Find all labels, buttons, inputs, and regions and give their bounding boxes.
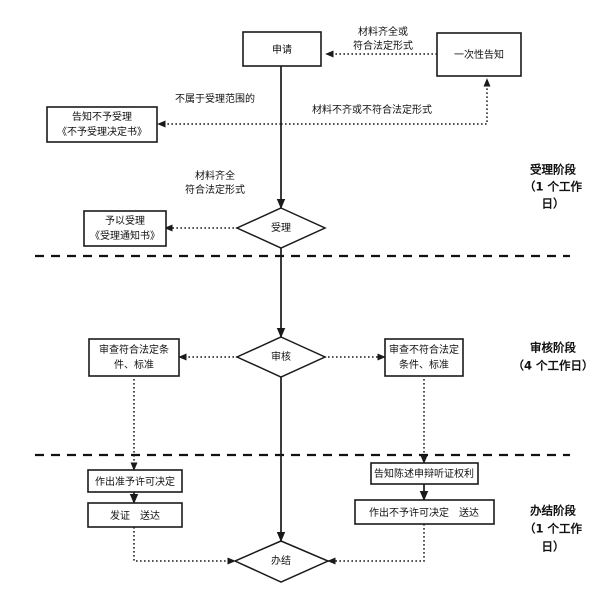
node-rights-notice[interactable]: 告知陈述申辩听证权利 (370, 462, 479, 485)
node-issue-deliver[interactable]: 发证 送达 (87, 502, 183, 528)
svg-text:日）: 日） (542, 197, 565, 211)
node-accept-notice-line1: 予以受理 (105, 215, 145, 227)
node-one-time-notice-label: 一次性告知 (454, 48, 504, 61)
node-reject-notice-line2: 《不予受理决定书》 (57, 125, 147, 138)
edge-label-materials-complete-or-legal: 材料齐全或 符合法定形式 (353, 25, 413, 52)
svg-text:受理阶段: 受理阶段 (530, 163, 576, 177)
svg-text:办结阶段: 办结阶段 (530, 504, 576, 518)
node-reject-notice-line1: 告知不予受理 (72, 110, 132, 123)
svg-text:日）: 日） (542, 540, 565, 554)
node-review-decision[interactable]: 审核 (235, 336, 327, 378)
edge-deny-to-complete (327, 524, 425, 565)
svg-text:材料齐全或: 材料齐全或 (358, 25, 408, 38)
node-review-fail-line1: 审查不符合法定 (389, 343, 459, 356)
svg-text:审核阶段: 审核阶段 (530, 341, 576, 355)
node-deny-decision[interactable]: 作出不予许可决定 送达 (354, 499, 495, 525)
node-accept-notice-line2: 《受理通知书》 (90, 229, 160, 242)
node-apply-label: 申请 (272, 43, 292, 56)
svg-text:（4 个工作日）: （4 个工作日） (512, 359, 593, 373)
stage-label-acceptance: 受理阶段 （1 个工作 日） (524, 163, 583, 211)
node-reject-notice[interactable]: 告知不予受理 《不予受理决定书》 (46, 106, 158, 143)
node-accept-decision[interactable]: 受理 (235, 207, 327, 249)
edge-incomplete-to-notice (281, 78, 491, 125)
node-complete-label: 办结 (271, 554, 291, 567)
svg-text:（1 个工作: （1 个工作 (524, 522, 583, 536)
svg-text:材料齐全: 材料齐全 (195, 169, 235, 182)
node-review-fail[interactable]: 审查不符合法定 条件、标准 (384, 338, 464, 377)
node-accept-notice[interactable]: 予以受理 《受理通知书》 (83, 210, 167, 247)
node-review-pass-line1: 审查符合法定条 (99, 343, 169, 356)
node-issue-deliver-label: 发证 送达 (110, 509, 160, 522)
node-review-pass[interactable]: 审查符合法定条 件、标准 (88, 338, 180, 377)
node-one-time-notice[interactable]: 一次性告知 (436, 32, 522, 77)
node-review-pass-line2: 件、标准 (114, 359, 154, 371)
edge-label-materials-complete: 材料齐全 符合法定形式 (185, 169, 245, 196)
node-rights-notice-label: 告知陈述申辩听证权利 (374, 467, 474, 480)
svg-text:符合法定形式: 符合法定形式 (185, 183, 245, 196)
node-deny-decision-label: 作出不予许可决定 送达 (369, 506, 479, 519)
node-accept-decision-label: 受理 (271, 222, 291, 234)
edge-label-out-of-scope: 不属于受理范围的 (175, 92, 255, 105)
svg-text:符合法定形式: 符合法定形式 (353, 39, 413, 52)
edge-label-materials-incomplete: 材料不齐或不符合法定形式 (312, 103, 432, 116)
node-grant-decision[interactable]: 作出准予许可决定 (87, 469, 183, 493)
node-review-decision-label: 审核 (271, 350, 291, 363)
node-grant-decision-label: 作出准予许可决定 (95, 475, 175, 488)
stage-label-completion: 办结阶段 （1 个工作 日） (524, 504, 583, 554)
node-review-fail-line2: 条件、标准 (399, 358, 449, 371)
node-complete[interactable]: 办结 (233, 540, 330, 583)
svg-text:（1 个工作: （1 个工作 (524, 180, 583, 194)
stage-label-review: 审核阶段 （4 个工作日） (512, 341, 593, 373)
node-apply[interactable]: 申请 (242, 31, 322, 67)
edge-issue-to-complete (133, 527, 236, 565)
